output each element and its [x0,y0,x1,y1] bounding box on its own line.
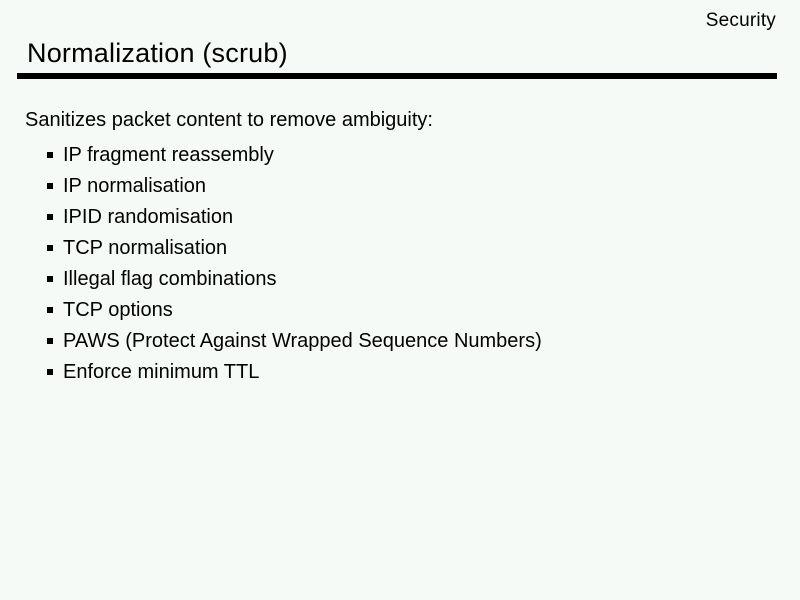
bullet-item: PAWS (Protect Against Wrapped Sequence N… [47,326,542,357]
bullet-square-icon [47,213,53,220]
bullet-square-icon [47,244,53,251]
bullet-square-icon [47,337,53,344]
corner-label: Security [705,10,776,31]
bullet-item-label: IP fragment reassembly [63,144,274,166]
bullet-item-label: IPID randomisation [63,206,234,228]
bullet-square-icon [47,275,53,282]
bullet-item: Enforce minimum TTL [47,357,542,388]
bullet-item: TCP normalisation [47,233,542,264]
bullet-item-label: Illegal flag combinations [63,268,277,290]
bullet-item: IPID randomisation [47,202,542,233]
bullet-square-icon [47,151,53,158]
bullet-square-icon [47,368,53,375]
page-title: Normalization (scrub) [27,38,288,68]
title-rule-divider [17,73,777,79]
bullet-item-label: TCP options [63,299,173,321]
bullet-item: Illegal flag combinations [47,264,542,295]
bullet-item: IP fragment reassembly [47,140,542,171]
bullet-square-icon [47,182,53,189]
bullet-item: TCP options [47,295,542,326]
intro-text: Sanitizes packet content to remove ambig… [25,109,433,131]
bullet-item-label: TCP normalisation [63,237,228,259]
bullet-item-label: Enforce minimum TTL [63,361,260,383]
bullet-item: IP normalisation [47,171,542,202]
bullet-square-icon [47,306,53,313]
bullet-item-label: IP normalisation [63,175,207,197]
bullet-item-label: PAWS (Protect Against Wrapped Sequence N… [63,330,542,352]
